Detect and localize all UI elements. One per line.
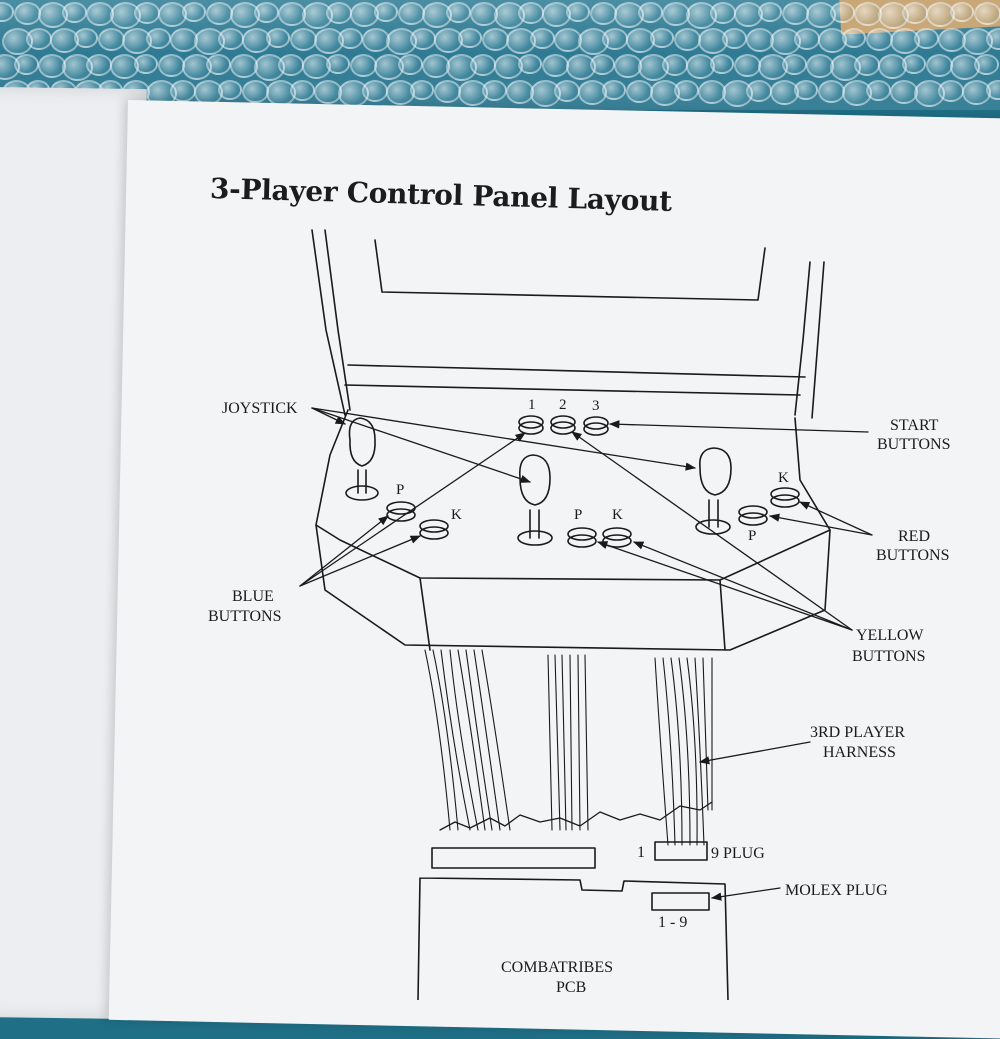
bubble	[746, 28, 774, 52]
player-3-kick-letter: K	[778, 470, 789, 486]
joystick-label: JOYSTICK	[222, 400, 298, 417]
bubble	[134, 54, 158, 74]
player-2-kick-letter: K	[612, 507, 623, 523]
bubble	[842, 28, 866, 48]
bubble	[566, 2, 590, 22]
pcb-label-line-1: COMBATRIBES	[501, 959, 613, 976]
bubble	[458, 28, 482, 48]
red-buttons-label-line-2: BUTTONS	[876, 547, 950, 564]
torn-edge	[439, 801, 713, 831]
yellow-buttons-label-line-2: BUTTONS	[852, 648, 926, 665]
bubble	[230, 54, 258, 78]
start-number-1: 1	[528, 397, 536, 413]
bubble	[266, 28, 290, 48]
yellow-buttons-label-line-1: YELLOW	[856, 627, 924, 644]
bubble	[518, 54, 542, 74]
bubble	[974, 54, 999, 75]
start-number-3: 3	[592, 398, 600, 414]
harness-label-line-1: 3RD PLAYER	[810, 724, 905, 741]
start-number-2: 2	[559, 397, 567, 413]
panel-edge-right	[719, 579, 726, 651]
start-buttons	[518, 415, 609, 436]
bubble	[278, 2, 306, 26]
yellow-buttons-player-2	[567, 527, 632, 548]
bubble	[506, 80, 534, 104]
player-2-punch-letter: P	[574, 507, 582, 523]
bubble	[74, 28, 98, 48]
bubble	[986, 80, 1000, 100]
bubble	[326, 54, 350, 74]
joystick-player-1	[345, 417, 379, 501]
bubble	[386, 28, 417, 55]
molex-pin-range: 1 - 9	[658, 914, 687, 931]
callout-arrows	[299, 407, 873, 901]
bubble	[902, 54, 926, 74]
wire-harness-center	[547, 654, 589, 831]
pcb-label-line-2: PCB	[556, 979, 586, 996]
harness-label-line-2: HARNESS	[823, 744, 896, 761]
bubble	[602, 80, 626, 100]
bubble	[758, 2, 782, 22]
player-1-punch-letter: P	[396, 482, 404, 498]
player-3-punch-letter: P	[748, 528, 756, 544]
joystick-player-2	[517, 454, 553, 546]
bubble	[650, 28, 674, 48]
start-buttons-label-line-1: START	[890, 417, 939, 434]
bubble	[314, 80, 342, 104]
bubble	[710, 54, 734, 74]
player-1-kick-letter: K	[451, 507, 462, 523]
blue-buttons-label-line-2: BUTTONS	[208, 608, 282, 625]
bubble	[182, 2, 206, 22]
bubble	[218, 80, 242, 100]
left-connector	[431, 847, 596, 869]
bubble	[374, 2, 398, 22]
start-buttons-label-line-2: BUTTONS	[877, 436, 951, 453]
molex-plug	[651, 892, 710, 911]
plug-pin-start: 1	[637, 844, 645, 861]
plug-label: 9 PLUG	[711, 845, 765, 862]
bubble	[794, 80, 818, 100]
blue-buttons-label-line-1: BLUE	[232, 588, 274, 605]
control-panel-front	[315, 524, 831, 651]
bubble	[422, 54, 450, 78]
bubble	[554, 28, 582, 52]
wire-harness-right	[654, 657, 713, 846]
cabinet-outline	[311, 229, 825, 419]
bubble	[950, 2, 974, 22]
red-buttons-label-line-1: RED	[898, 528, 930, 545]
bubble	[0, 2, 14, 22]
red-buttons-player-3	[738, 487, 800, 526]
bubble	[986, 28, 1000, 50]
pcb-board	[417, 877, 729, 1000]
molex-plug-label: MOLEX PLUG	[785, 882, 888, 899]
nine-pin-plug	[654, 841, 708, 861]
wire-harness-left	[424, 649, 511, 831]
bubble	[410, 80, 434, 100]
joystick-player-3	[695, 447, 732, 535]
control-panel-diagram: 1 2 3 P K P K P K JOYSTICK START BUTTONS…	[208, 229, 951, 1000]
bubble-wrap-background	[0, 0, 1000, 110]
panel-edge-left	[419, 577, 431, 651]
